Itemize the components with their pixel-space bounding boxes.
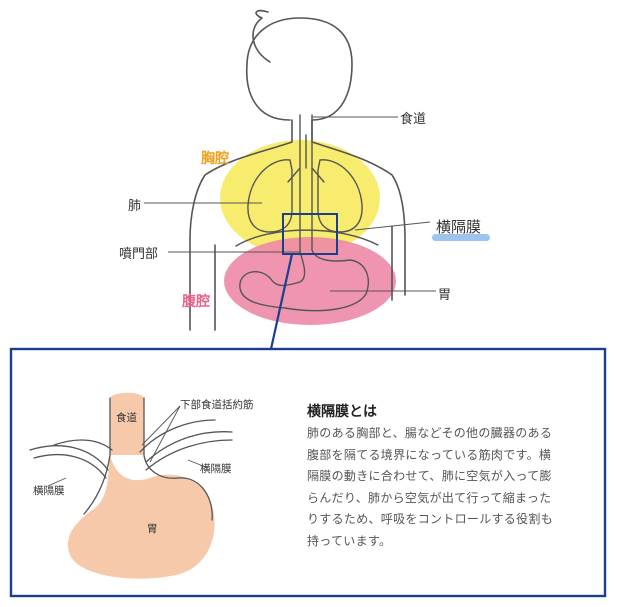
diaphragm-line bbox=[235, 229, 379, 247]
detail-diaphragm-right-back bbox=[139, 419, 216, 453]
panel-line: 腹部を隔てる境界になっている筋肉です。横 bbox=[307, 447, 552, 462]
detail-esophagus-fill bbox=[110, 392, 144, 455]
label-cardia: 噴門部 bbox=[119, 247, 159, 262]
detail-esophagus-outline bbox=[109, 397, 213, 521]
detail-leaders bbox=[47, 405, 209, 487]
body-outline bbox=[189, 9, 406, 331]
panel-line: 持っています。 bbox=[307, 533, 392, 548]
panel-line: 肺のある胸部と、腸などその他の臓器のある bbox=[307, 426, 553, 440]
label-abdominal-cavity: 腹腔 bbox=[182, 294, 210, 310]
right-lung bbox=[317, 159, 363, 233]
panel-description: 肺のある胸部と、腸などその他の臓器のある 腹部を隔てる境界になっている筋肉です。… bbox=[307, 423, 582, 552]
organs bbox=[235, 114, 379, 312]
panel-line: 隔膜の動きに合わせて、肺に空気が入って膨 bbox=[307, 469, 552, 483]
label-chest-cavity: 胸腔 bbox=[201, 151, 229, 167]
detail-label-diaphragm-right: 横隔膜 bbox=[200, 463, 232, 475]
panel-line: らんだり、肺から空気が出て行って縮まった bbox=[307, 490, 552, 505]
left-lung bbox=[247, 159, 293, 233]
panel-line: りするため、呼吸をコントロールする役割も bbox=[307, 512, 554, 526]
stomach-outline bbox=[239, 249, 369, 312]
label-stomach: 胃 bbox=[438, 288, 452, 303]
detail-stomach-fill bbox=[67, 455, 215, 579]
detail-lines bbox=[29, 397, 233, 521]
detail-label-diaphragm-left: 横隔膜 bbox=[33, 485, 65, 497]
label-esophagus: 食道 bbox=[400, 112, 427, 127]
detail-diaphragm-left bbox=[29, 445, 109, 479]
label-diaphragm: 横隔膜 bbox=[436, 218, 482, 236]
zoom-connector bbox=[269, 253, 294, 350]
leader-lines bbox=[144, 116, 436, 292]
detail-stomach-outline bbox=[83, 454, 111, 515]
detail-label-stomach: 胃 bbox=[147, 523, 158, 535]
detail-label-esophagus: 食道 bbox=[116, 412, 137, 424]
esophagus-tube bbox=[299, 114, 313, 253]
diaphragm-label-highlight bbox=[432, 234, 490, 241]
detail-label-les: 下部食道括約筋 bbox=[180, 399, 254, 411]
detail-diaphragm-left-back bbox=[53, 439, 113, 451]
zoom-box bbox=[282, 213, 338, 255]
panel-title: 横隔膜とは bbox=[307, 404, 377, 420]
abdominal-cavity-region bbox=[224, 237, 396, 325]
label-lung: 肺 bbox=[128, 199, 142, 214]
